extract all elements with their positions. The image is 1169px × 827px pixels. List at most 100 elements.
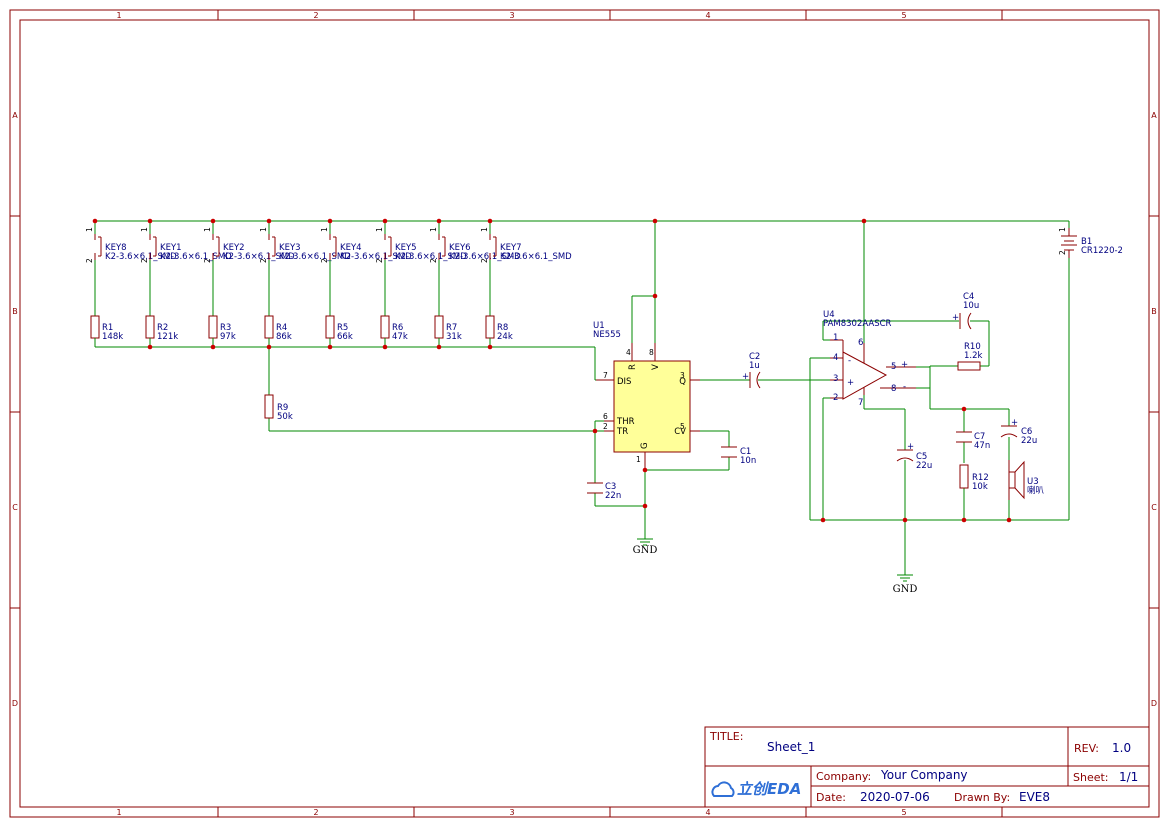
ic-u1-ne555: U1 NE555 DIS Q THR TR CV G R V 7 3 6 2 5… [593,321,700,470]
capacitor-c5: + C5 22u [896,442,932,471]
key-ref: KEY1 [160,243,182,253]
date-value: 2020-07-06 [860,790,930,804]
resistor-r10: R10 1.2k [957,342,983,371]
key-footprint: K2-3.6×6.1_SMD [395,252,467,262]
zone-row-b-right: B [1151,307,1157,316]
capacitor-c3: C3 22n [587,482,621,501]
zone-row-d-left: D [12,699,18,708]
key-pin-1: 1 [85,227,94,232]
resistor-ref: R1 [102,323,113,333]
key-ref: KEY5 [395,243,417,253]
c1-ref: C1 [740,447,751,457]
zone-col-3-top: 3 [509,11,514,20]
resistor-value: 31k [446,332,462,342]
zone-row-c-right: C [1151,503,1157,512]
ground-symbol-right: GND [893,574,917,595]
key-ref: KEY2 [223,243,245,253]
u4-pinnum-7: 7 [858,398,863,408]
c6-value: 22u [1021,436,1037,446]
u1-pin-thr: THR [616,417,635,427]
u1-pinnum-3: 3 [680,371,685,380]
key-pin-2: 2 [203,258,212,263]
key-pin-2: 2 [259,258,268,263]
u1-pinnum-7: 7 [603,371,608,380]
key-pin-1: 1 [259,227,268,232]
zone-col-2-top: 2 [313,11,318,20]
u3-value: 喇叭 [1027,485,1045,496]
key-ref: KEY8 [105,243,127,253]
gnd-label-left: GND [633,545,658,556]
r9-ref: R9 [277,403,288,413]
u1-pinnum-6: 6 [603,412,608,421]
resistor-value: 97k [220,332,236,342]
u4-pinnum-5: 5 [891,362,896,372]
zone-row-c-left: C [12,503,18,512]
capacitor-c6: + C6 22u [1000,418,1037,446]
key-ref: KEY7 [500,243,522,253]
u4-ref: U4 [823,310,835,320]
key-pin-1: 1 [375,227,384,232]
key-footprint: K2-3.6×6.1_SMD [160,252,232,262]
cloud-icon [711,781,735,797]
u4-pinnum-3: 3 [833,374,838,384]
key-switch-array: 12KEY8K2-3.6×6.1_SMDR1148k12KEY1K2-3.6×6… [85,221,572,347]
r12-value: 10k [972,482,988,492]
zone-row-b-left: B [12,307,18,316]
b1-pin-2: 2 [1058,250,1067,255]
u1-value: NE555 [593,330,621,340]
capacitor-c4: C4 10u + [952,292,979,330]
resistor-value: 86k [276,332,292,342]
c4-ref: C4 [963,292,974,302]
c2-value: 1u [749,361,760,371]
u4-value: PAM8302AASCR [823,319,892,329]
u3-ref: U3 [1027,477,1039,487]
key-pin-1: 1 [320,227,329,232]
c2-ref: C2 [749,352,760,362]
capacitor-c2: C2 1u + [742,352,761,389]
zone-col-4-bottom: 4 [705,808,710,817]
company-value: Your Company [880,768,968,782]
u1-pin-g: G [640,442,650,449]
resistor-value: 47k [392,332,408,342]
resistor-value: 148k [102,332,123,342]
drawn-by-label: Drawn By: [954,791,1010,804]
ic-u4-pam8302: U4 PAM8302AASCR 1 4 3 2 6 7 5 8 - + + - [823,310,916,408]
key-pin-1: 1 [140,227,149,232]
key-footprint: K2-3.6×6.1_SMD [340,252,412,262]
date-label: Date: [816,791,846,804]
c5-plus: + [907,442,914,452]
key-ref: KEY4 [340,243,362,253]
c7-value: 47n [974,441,990,451]
sheet-label: Sheet: [1073,771,1109,784]
resistor-value: 121k [157,332,178,342]
u1-pin-cv: CV [674,427,686,437]
resistor-r9: R9 50k [264,394,293,422]
resistor-r12: R12 10k [959,464,989,492]
r12-ref: R12 [972,473,989,483]
drawn-by-value: EVE8 [1019,790,1050,804]
resistor-ref: R8 [497,323,508,333]
capacitor-c7: C7 47n [956,431,990,451]
u4-sign-minus-out: - [903,382,906,392]
key-pin-2: 2 [140,258,149,263]
c5-ref: C5 [916,452,927,462]
key-pin-1: 1 [480,227,489,232]
c4-plus: + [952,313,959,323]
resistor-value: 24k [497,332,513,342]
c2-plus: + [742,372,749,382]
c3-value: 22n [605,491,621,501]
zone-col-3-bottom: 3 [509,808,514,817]
b1-pin-1: 1 [1058,227,1067,232]
